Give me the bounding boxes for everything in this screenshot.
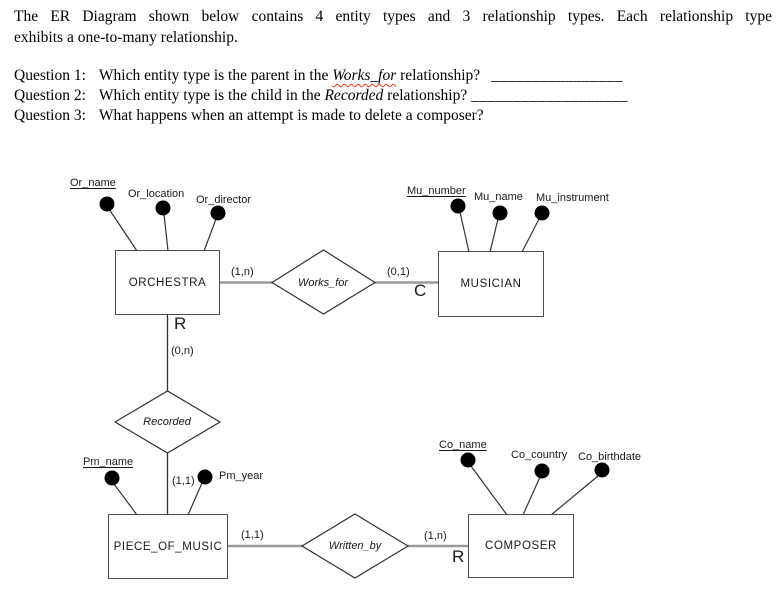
- question-3-text-pre: What happens when an attempt is made to …: [98, 107, 484, 124]
- works-for-child-marker-c: C: [414, 281, 427, 300]
- written-by-relationship-label: Written_by: [328, 540, 382, 552]
- intro-line-2: exhibits a one-to-many relationship.: [14, 29, 238, 46]
- attribute-or-name: Or_name: [70, 177, 116, 189]
- pm-name-attribute-line: [113, 483, 138, 516]
- or-director-attribute-line: [203, 218, 217, 252]
- written-by-right-cardinality: (1,n): [424, 530, 447, 542]
- written-by-diamond: [300, 513, 410, 579]
- mu-number-attribute-line: [459, 211, 470, 253]
- entity-orchestra: ORCHESTRA: [115, 250, 220, 315]
- question-1: Question 1: Which entity type is the pare…: [14, 66, 774, 86]
- recorded-parent-marker-r: R: [174, 314, 187, 333]
- or-location-attribute-line: [163, 213, 169, 252]
- works-for-diamond: [270, 249, 377, 315]
- entity-piece-of-music: PIECE_OF_MUSIC: [108, 514, 228, 579]
- question-1-term: Works_for: [332, 67, 397, 84]
- pm-name-attribute-dot: [104, 470, 120, 486]
- attribute-co-country: Co_country: [511, 449, 568, 461]
- entity-composer-label: COMPOSER: [485, 540, 557, 552]
- co-name-attribute-dot: [460, 452, 476, 468]
- question-2-text-post: relationship?: [383, 87, 468, 104]
- question-1-text-pre: Which entity type is the parent in the: [98, 67, 333, 84]
- pm-year-attribute-dot: [197, 469, 213, 485]
- attribute-or-location: Or_location: [128, 188, 185, 200]
- entity-piece-of-music-label: PIECE_OF_MUSIC: [113, 540, 223, 553]
- written-by-parent-marker-r: R: [452, 547, 465, 566]
- entity-orchestra-label: ORCHESTRA: [128, 276, 207, 289]
- attribute-co-birthdate: Co_birthdate: [578, 451, 641, 463]
- works-for-relationship-label: Works_for: [297, 277, 349, 289]
- intro-paragraph: The ER Diagram shown below contains 4 en…: [14, 6, 772, 48]
- co-country-attribute-dot: [534, 463, 550, 479]
- attribute-or-director: Or_director: [196, 194, 252, 206]
- attribute-co-name: Co_name: [439, 439, 487, 451]
- or-location-attribute-dot: [155, 200, 171, 216]
- question-2-term: Recorded: [324, 87, 384, 104]
- written-by-left-cardinality: (1,1): [241, 529, 264, 541]
- co-country-attribute-line: [522, 476, 541, 516]
- question-3: Question 3: What happens when an attempt …: [14, 106, 774, 126]
- mu-instrument-attribute-line: [521, 218, 540, 253]
- question-3-label: Question 3:: [14, 107, 86, 124]
- works-for-right-cardinality: (0,1): [387, 266, 410, 278]
- attribute-pm-name: Pm_name: [83, 456, 134, 468]
- or-name-attribute-dot: [99, 196, 115, 212]
- mu-name-attribute-dot: [492, 205, 508, 221]
- question-2: Question 2: Which entity type is the chil…: [14, 86, 774, 106]
- intro-line-1: The ER Diagram shown below contains 4 en…: [14, 8, 772, 25]
- recorded-parent-cardinality: (0,n): [171, 345, 194, 357]
- attribute-mu-instrument: Mu_instrument: [536, 192, 609, 204]
- mu-instrument-attribute-dot: [534, 205, 550, 221]
- co-name-attribute-line: [470, 465, 508, 516]
- pm-year-attribute-line: [187, 482, 203, 516]
- question-1-text-post: relationship?: [396, 67, 481, 84]
- recorded-diamond: [113, 390, 222, 454]
- mu-number-attribute-dot: [450, 198, 466, 214]
- recorded-relationship-label: Recorded: [143, 416, 191, 428]
- works-for-left-cardinality: (1,n): [231, 266, 254, 278]
- co-birthdate-attribute-dot: [594, 462, 610, 478]
- questions-block: Question 1: Which entity type is the pare…: [14, 66, 774, 126]
- mu-name-attribute-line: [489, 218, 499, 253]
- question-2-label: Question 2:: [14, 87, 86, 104]
- attribute-mu-name: Mu_name: [474, 191, 523, 203]
- or-name-attribute-line: [108, 208, 138, 252]
- entity-composer: COMPOSER: [468, 514, 574, 578]
- question-1-label: Question 1:: [14, 67, 86, 84]
- co-birthdate-attribute-line: [550, 475, 599, 516]
- or-director-attribute-dot: [210, 205, 226, 221]
- attribute-pm-year: Pm_year: [219, 470, 264, 482]
- question-2-text-pre: Which entity type is the child in the: [98, 87, 325, 104]
- attribute-mu-number: Mu_number: [407, 185, 466, 197]
- entity-musician: MUSICIAN: [438, 251, 544, 317]
- question-2-answer-blank: ___________________: [471, 87, 628, 104]
- question-1-answer-blank: ________________: [491, 67, 624, 84]
- recorded-child-cardinality: (1,1): [172, 475, 195, 487]
- entity-musician-label: MUSICIAN: [460, 278, 522, 290]
